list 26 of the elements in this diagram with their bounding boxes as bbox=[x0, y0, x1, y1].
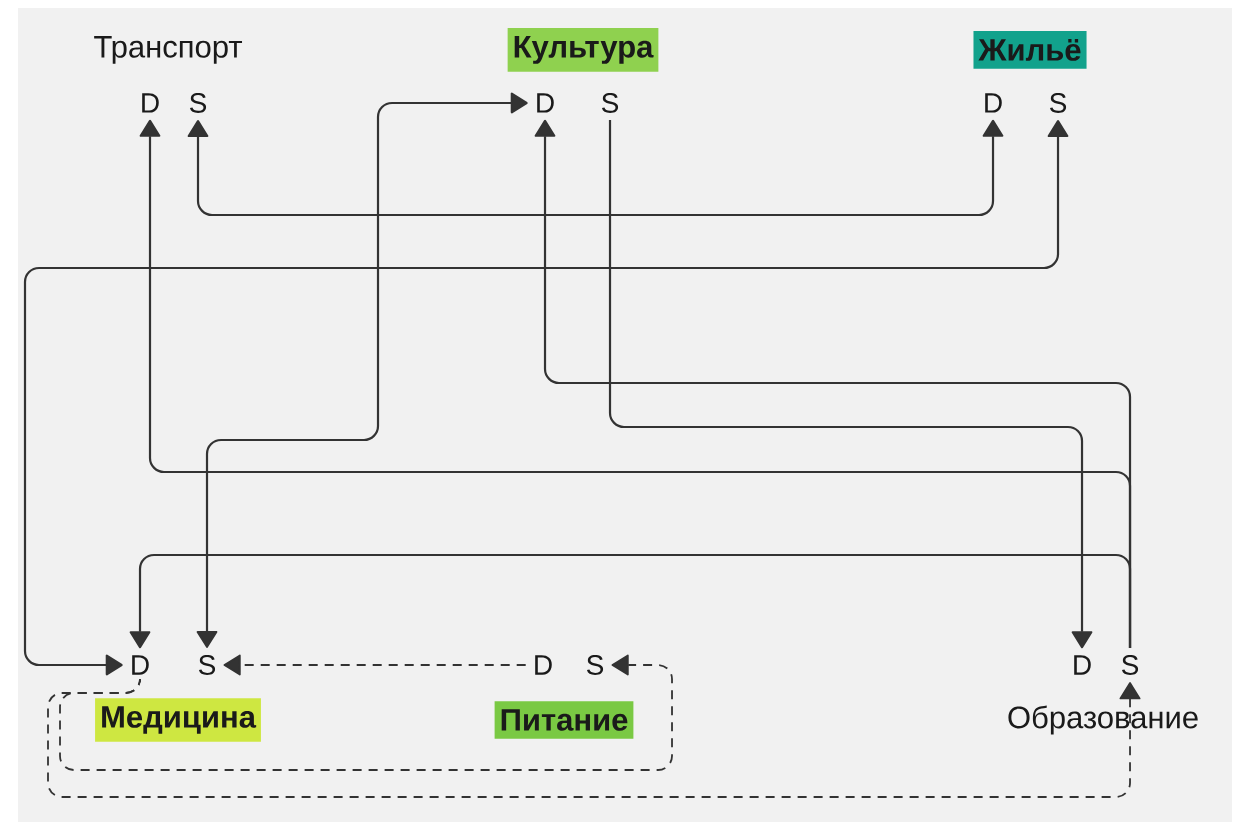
connector-arrow bbox=[196, 92, 528, 648]
sector-label: Медицина bbox=[95, 698, 261, 742]
sector-label: Питание bbox=[494, 701, 634, 739]
connector-arrow bbox=[47, 678, 1141, 798]
port-label: D bbox=[537, 93, 554, 113]
connector-arrow bbox=[129, 553, 1132, 649]
sector-label: Жильё bbox=[973, 31, 1087, 69]
connector-arrow bbox=[223, 654, 527, 676]
port-label: S bbox=[198, 655, 216, 675]
sector-label: Образование bbox=[1008, 705, 1198, 735]
connector-arrow bbox=[187, 119, 1004, 217]
sector-label: Транспорт bbox=[94, 36, 242, 64]
port-label: S bbox=[1121, 655, 1139, 675]
port-label: D bbox=[142, 93, 159, 113]
port-label: S bbox=[1049, 93, 1067, 113]
port-label: D bbox=[535, 655, 552, 675]
sector-label: Культура bbox=[507, 28, 659, 72]
port-label: S bbox=[601, 93, 619, 113]
connector-arrow bbox=[23, 120, 1069, 676]
port-label: D bbox=[985, 93, 1002, 113]
connector-arrow bbox=[59, 654, 673, 771]
port-label: D bbox=[132, 655, 149, 675]
connector-arrow bbox=[608, 120, 1093, 649]
port-label: D bbox=[1074, 655, 1091, 675]
port-label: S bbox=[586, 655, 604, 675]
port-label: S bbox=[189, 93, 207, 113]
